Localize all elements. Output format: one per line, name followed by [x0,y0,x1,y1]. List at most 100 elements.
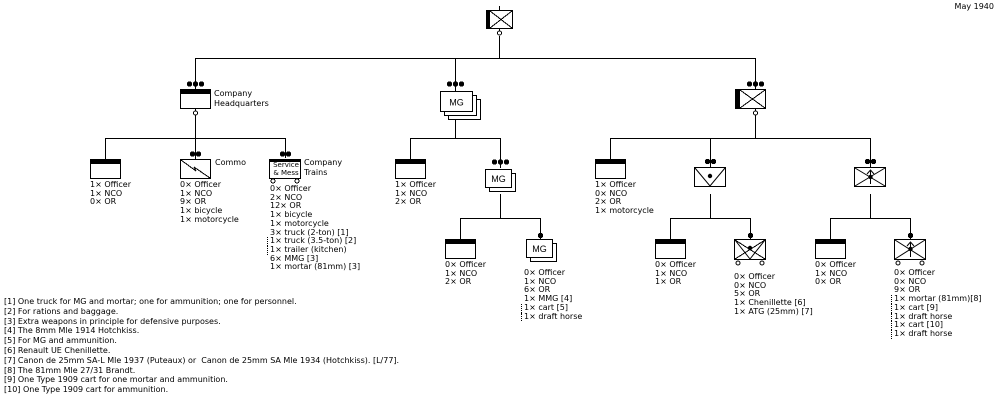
mg-squad-symbol: MG [526,232,557,262]
atg-squad-symbol [734,232,766,266]
hq-section-symbol [90,159,121,179]
list-item: 0× Officer [655,260,696,269]
list-item: 1× mortar (81mm) [3] [270,262,361,272]
mg-squad-list: 0× Officer 1× NCO 6× OR 1× MMG [4] 1× ca… [521,268,582,322]
footnote: [4] The 8mm Mle 1914 Hotchkiss. [4,326,140,336]
commo-label: Commo [215,158,246,167]
footnote: [5] For MG and ammunition. [4,336,117,346]
commo-symbol [180,151,211,179]
mg-hq-list: 1× Officer 1× NCO 2× OR [395,180,436,207]
footnote: [10] One Type 1909 cart for ammunition. [4,385,169,395]
atg-section-symbol [694,158,726,187]
list-item: 5× OR [734,289,761,299]
mg-section-symbol: MG [485,159,516,192]
list-item: 0× Officer [445,260,486,269]
list-item: 1× motorcycle [270,218,329,228]
footnote: [2] For rations and baggage. [4,306,119,316]
list-item: 1× bicycle [180,206,223,216]
list-item: 1× NCO [445,268,478,278]
list-item: 6× MMG [3] [270,253,319,263]
list-item: 1× cart [5] [521,303,582,313]
list-item: 0× OR [815,277,842,287]
trains-symbol-text: Service & Mess [273,161,299,177]
list-item: 2× OR [395,197,422,207]
list-item: 1× motorcycle [180,214,239,224]
list-item: 1× cart [9] [891,303,982,313]
list-item: 2× NCO [270,192,303,202]
list-item: 1× draft horse [891,312,982,322]
list-item: 0× Officer [270,184,311,193]
list-item: 1× MMG [4] [524,294,573,304]
company-hq-label: Company Headquarters [214,89,269,108]
list-item: 1× NCO [395,188,428,198]
mg-section-hq-list: 0× Officer 1× NCO 2× OR [445,260,486,287]
list-item: 1× truck (3.5-ton) [2] [267,237,360,246]
hq-section-list: 1× Officer 1× NCO 0× OR [90,180,131,207]
footnote: [9] One Type 1909 cart for one mortar an… [4,375,228,385]
list-item: 3× truck (2-ton) [1] [270,227,349,237]
list-item: 1× cart [10] [891,321,982,330]
mortar-squad-list: 0× Officer 0× NCO 9× OR 1× mortar (81mm)… [891,268,982,339]
trains-symbol [269,151,301,184]
date-label: May 1940 [954,2,994,11]
commo-list: 0× Officer 1× NCO 9× OR 1× bicycle 1× mo… [180,180,239,225]
mg-platoon-symbol-text: MG [449,98,464,108]
trains-list: 0× Officer 2× NCO 12× OR 1× bicycle 1× m… [267,184,361,272]
list-item: 0× Officer [734,272,775,281]
footnote: [7] Canon de 25mm SA-L Mle 1937 (Puteaux… [4,355,400,365]
list-item: 1× NCO [90,188,123,198]
list-item: 1× motorcycle [595,206,654,216]
trains-label: Company Trains [304,158,343,177]
list-item: 1× trailer (kitchen) [267,245,360,255]
list-item: 1× bicycle [270,210,313,220]
mg-section-symbol-text: MG [491,174,506,184]
list-item: 12× OR [270,201,302,211]
mortar-section-hq-list: 0× Officer 1× NCO 0× OR [815,260,856,287]
mg-platoon-symbol: MG [440,81,481,120]
list-item: 1× ATG (25mm) [7] [734,306,813,316]
list-item: 1× draft horse [521,312,582,322]
heavy-platoon-symbol [735,81,766,116]
list-item: 6× OR [524,285,551,295]
mg-section-hq-symbol [445,239,476,259]
mg-squad-symbol-text: MG [532,244,547,254]
list-item: 0× Officer [524,268,565,277]
list-item: 0× Officer [815,260,856,269]
list-item: 1× Chenillette [6] [734,298,806,308]
list-item: 1× OR [655,277,682,287]
list-item: 9× OR [894,285,921,295]
atg-squad-list: 0× Officer 0× NCO 5× OR 1× Chenillette [… [734,272,813,317]
footnotes: [1] One truck for MG and mortar; one for… [4,297,399,395]
list-item: 9× OR [180,197,207,207]
mortar-section-hq-symbol [815,239,846,259]
list-item: 0× OR [90,197,117,207]
atg-section-hq-symbol [655,239,686,259]
list-item: 1× NCO [815,268,848,278]
heavy-hq-symbol [595,159,626,179]
footnote: [6] Renault UE Chenillette. [4,345,111,355]
list-item: 1× mortar (81mm)[8] [891,294,982,304]
list-item: 0× Officer [894,268,935,277]
mg-hq-symbol [395,159,426,179]
atg-section-hq-list: 0× Officer 1× NCO 1× OR [655,260,696,287]
list-item: 1× NCO [524,276,557,286]
list-item: 0× NCO [894,276,927,286]
list-item: 0× NCO [595,188,628,198]
footnote: [3] Extra weapons in principle for defen… [4,316,221,326]
list-item: 0× NCO [734,280,767,290]
list-item: 2× OR [445,277,472,287]
heavy-hq-list: 1× Officer 0× NCO 2× OR 1× motorcycle [595,180,654,216]
list-item: 1× Officer [595,180,636,189]
mortar-section-symbol [854,158,886,187]
list-item: 0× Officer [180,180,221,189]
list-item: 1× NCO [180,188,213,198]
company-symbol [486,6,513,36]
mortar-squad-symbol [894,232,926,266]
company-hq-symbol [180,81,211,116]
footnote: [8] The 81mm Mle 27/31 Brandt. [4,365,136,375]
list-item: 1× Officer [395,180,436,189]
list-item: 2× OR [595,197,622,207]
footnote: [1] One truck for MG and mortar; one for… [4,297,297,306]
list-item: 1× Officer [90,180,131,189]
